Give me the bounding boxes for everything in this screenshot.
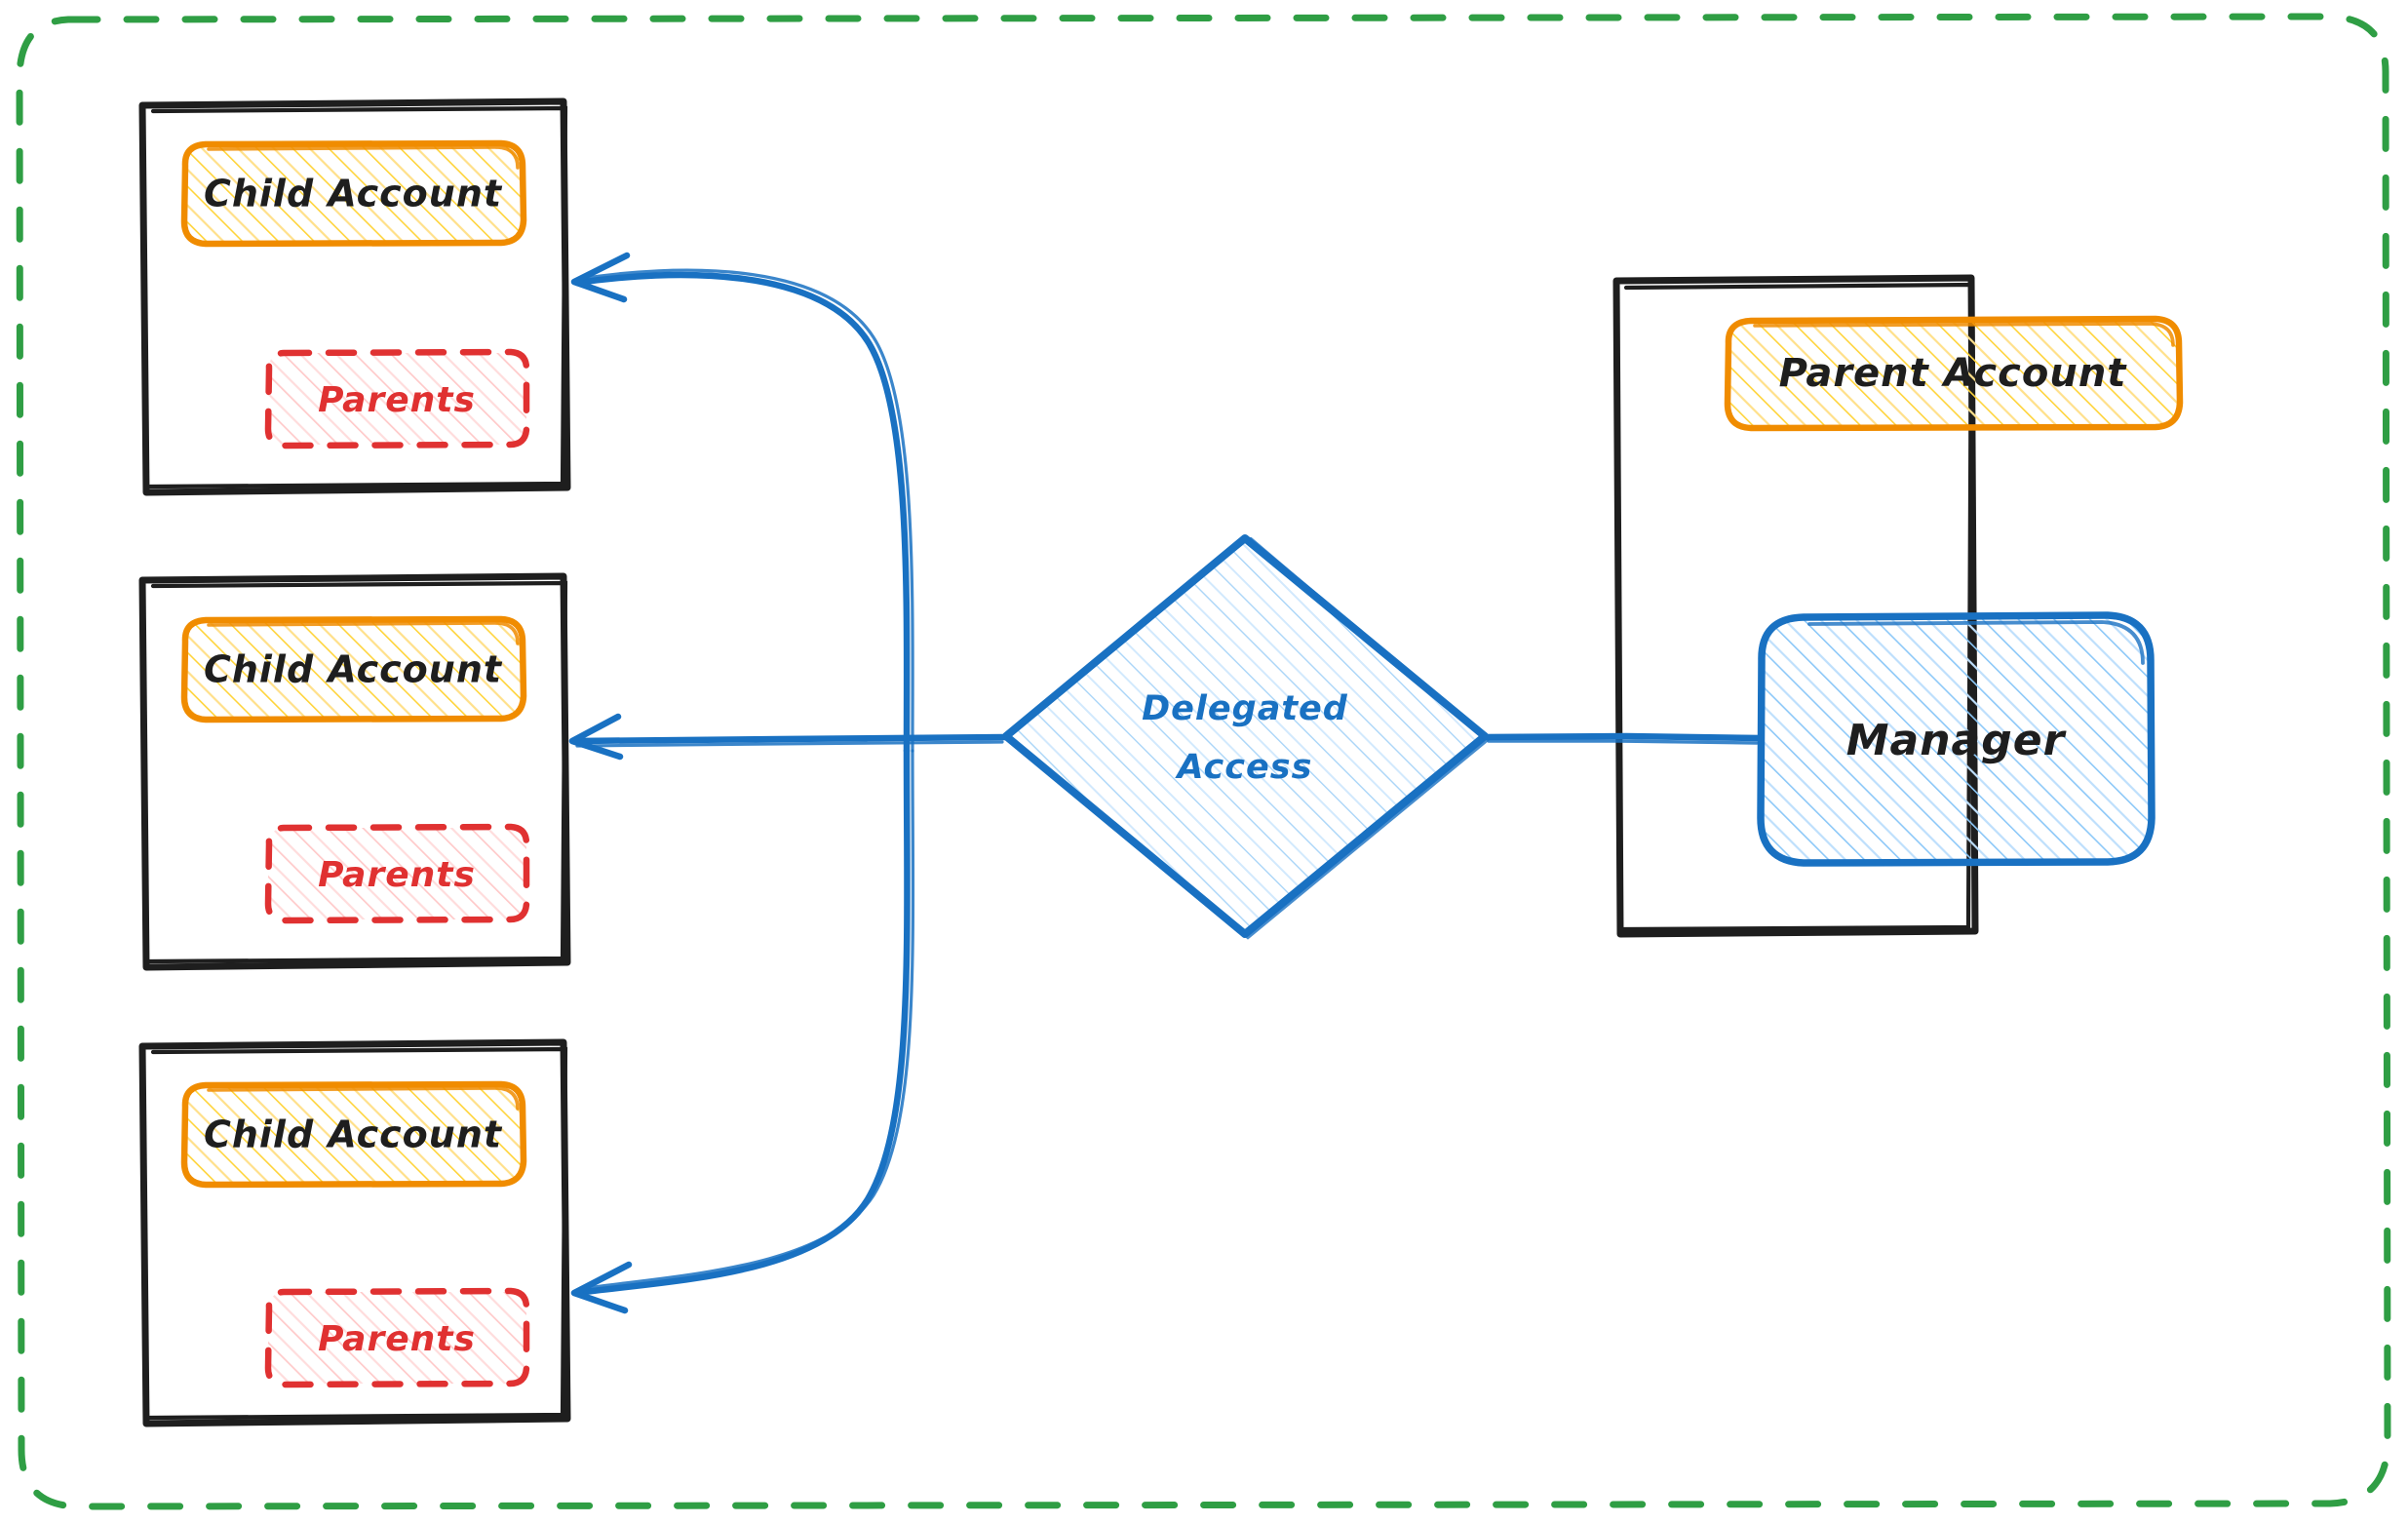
child-account-box-3[interactable]: Child Account <box>180 1080 527 1189</box>
edge-delegated-to-child-1[interactable] <box>570 252 914 755</box>
parent-account-label: Parent Account <box>1779 351 2128 396</box>
manager-label: Manager <box>1846 716 2067 765</box>
edge-manager-to-delegated[interactable] <box>1482 732 1765 745</box>
delegated-access-label-line2: Access <box>1175 748 1313 787</box>
organization-boundary <box>16 13 2391 1510</box>
parents-box-2[interactable]: Parents <box>264 823 530 924</box>
arrowhead-icon <box>568 713 624 761</box>
child-account-box-1[interactable]: Child Account <box>180 139 527 248</box>
parents-box-1[interactable]: Parents <box>264 348 530 449</box>
arrowhead-icon <box>570 252 631 303</box>
parents-label-1: Parents <box>318 380 476 420</box>
parents-label-2: Parents <box>318 855 476 895</box>
parents-label-3: Parents <box>318 1319 476 1359</box>
parent-account-box[interactable]: Parent Account <box>1724 315 2184 432</box>
manager-box[interactable]: Manager <box>1757 611 2156 867</box>
edge-delegated-to-child-3[interactable] <box>570 747 915 1314</box>
child-account-label-2: Child Account <box>204 648 503 691</box>
child-account-box-2[interactable]: Child Account <box>180 615 527 723</box>
arrowhead-icon <box>570 1261 633 1314</box>
delegated-access-diamond[interactable]: Delegated Access <box>1002 534 1491 940</box>
edge-delegated-to-child-2[interactable] <box>568 713 1010 761</box>
parents-box-3[interactable]: Parents <box>264 1287 530 1388</box>
delegated-access-label-line1: Delegated <box>1142 689 1348 728</box>
child-account-label-1: Child Account <box>204 173 503 215</box>
child-account-label-3: Child Account <box>204 1114 503 1156</box>
